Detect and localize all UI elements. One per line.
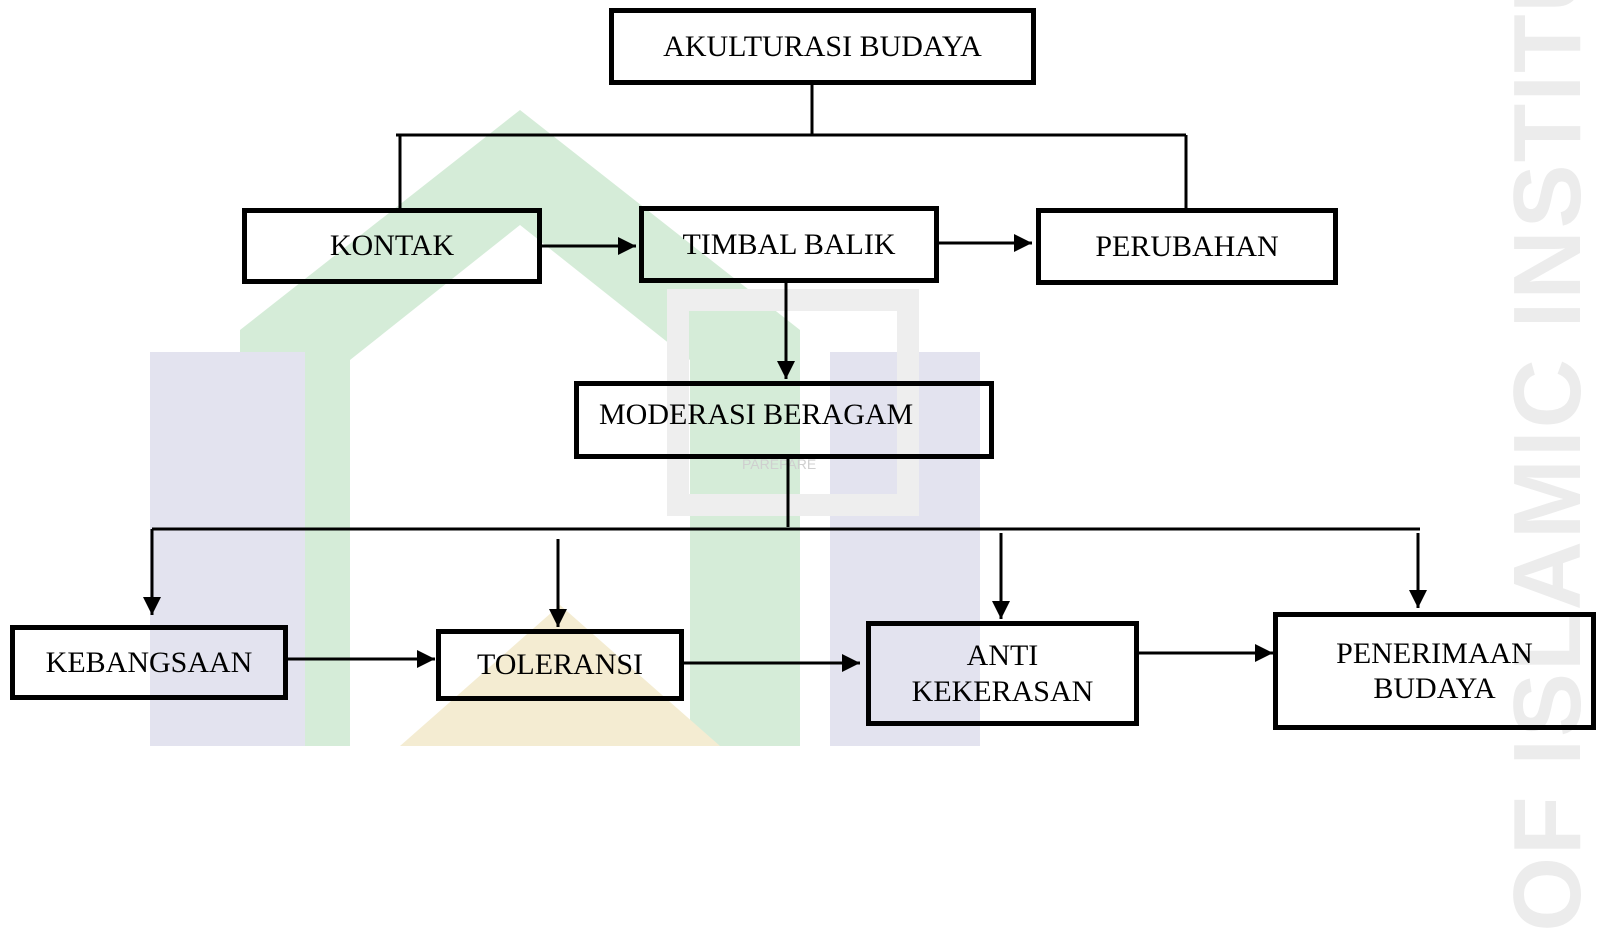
- node-kontak: KONTAK: [242, 208, 542, 284]
- watermark-gold-shape: [400, 605, 720, 746]
- watermark-logo: [150, 110, 980, 746]
- watermark-small-text: PAREPARE: [742, 456, 817, 472]
- watermark-square: [667, 289, 919, 516]
- node-moderasi-beragam: MODERASI BERAGAM: [574, 381, 994, 459]
- node-anti-kekerasan: ANTI KEKERASAN: [866, 621, 1139, 726]
- node-perubahan: PERUBAHAN: [1036, 208, 1338, 285]
- node-toleransi: TOLERANSI: [436, 629, 684, 701]
- node-akulturasi-budaya: AKULTURASI BUDAYA: [609, 8, 1036, 85]
- connector-lines: [143, 84, 1427, 672]
- watermark-arch: [240, 110, 800, 746]
- node-penerimaan-budaya: PENERIMAAN BUDAYA: [1273, 612, 1596, 730]
- node-timbal-balik: TIMBAL BALIK: [639, 206, 939, 283]
- diagram-canvas: OF ISLAMIC INSTITUTE PAREPARE AKU: [10, 0, 1600, 932]
- watermark-bar-left: [150, 352, 305, 746]
- node-kebangsaan: KEBANGSAAN: [10, 625, 288, 700]
